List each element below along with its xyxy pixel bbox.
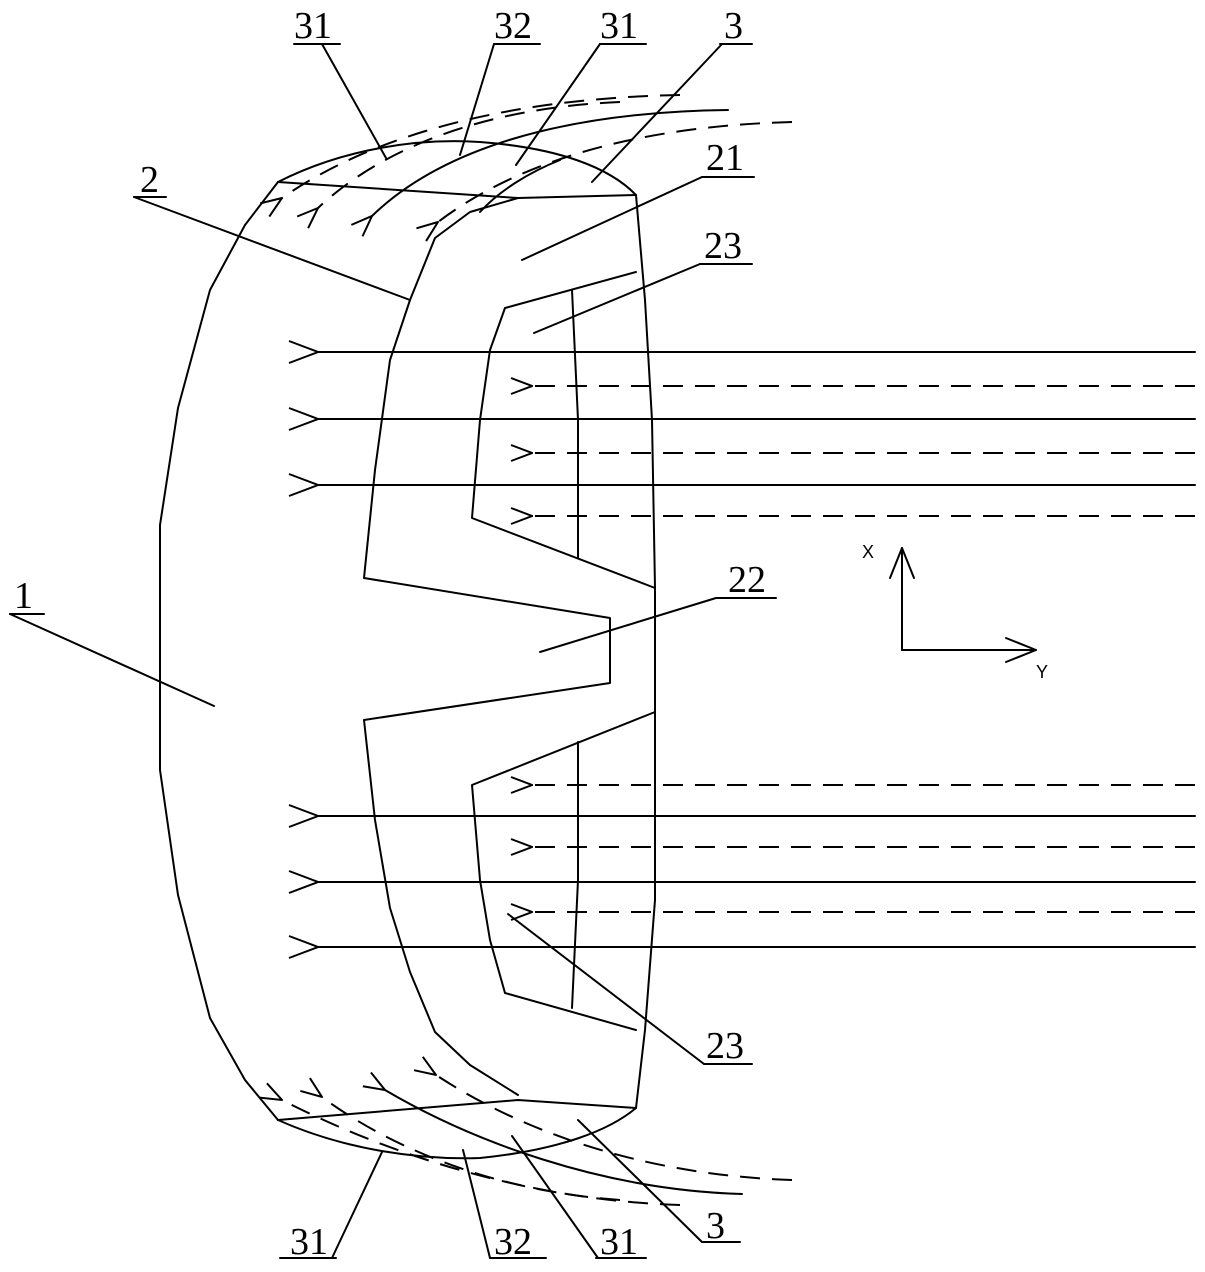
leader-lines — [10, 44, 722, 1258]
label-3-bottom: 3 — [706, 1205, 725, 1247]
leader-line — [540, 598, 716, 652]
curved-dashed-flow-arrow — [282, 1100, 680, 1205]
reference-labels: 31 32 31 3 2 21 23 1 22 23 31 32 31 3 — [10, 5, 776, 1263]
leader-line — [522, 177, 702, 260]
label-2: 2 — [140, 159, 159, 201]
leader-line — [460, 44, 494, 155]
label-31-bottom-left: 31 — [290, 1221, 328, 1263]
leader-line — [10, 614, 214, 706]
label-22: 22 — [728, 559, 766, 601]
label-31-top-left: 31 — [294, 5, 332, 47]
label-1: 1 — [14, 575, 33, 617]
leader-line — [508, 914, 704, 1064]
coordinate-axes: X Y — [862, 542, 1048, 682]
x-axis-label: X — [862, 542, 874, 562]
dashed-flow-lines — [532, 386, 1195, 912]
leader-line — [463, 1150, 490, 1258]
label-23-top: 23 — [704, 225, 742, 267]
right-edge — [636, 195, 655, 1108]
leader-line — [592, 44, 722, 182]
leader-line — [534, 264, 700, 333]
top-edge — [278, 182, 636, 198]
label-23-bottom: 23 — [706, 1025, 744, 1067]
y-axis-label: Y — [1036, 662, 1048, 682]
leader-line — [332, 1152, 382, 1258]
upper-pocket-divider — [572, 290, 578, 558]
curved-flow-arrow — [372, 110, 728, 216]
label-31-top-right: 31 — [600, 5, 638, 47]
leader-line — [134, 197, 410, 300]
bottom-curved-flows — [282, 1075, 792, 1205]
outer-body-1 — [160, 182, 278, 1120]
label-32-bottom: 32 — [494, 1221, 532, 1263]
label-21: 21 — [706, 137, 744, 179]
label-31-bottom-right: 31 — [600, 1221, 638, 1263]
solid-flow-lines — [318, 352, 1195, 947]
leader-line — [578, 1120, 702, 1242]
curved-dashed-flow-arrow — [436, 1075, 792, 1180]
upper-pocket-23 — [472, 272, 655, 588]
lower-pocket-23 — [472, 712, 655, 1030]
curved-flow — [480, 160, 560, 212]
label-32-top: 32 — [494, 5, 532, 47]
label-3-top: 3 — [724, 5, 743, 47]
leader-line — [322, 44, 386, 158]
